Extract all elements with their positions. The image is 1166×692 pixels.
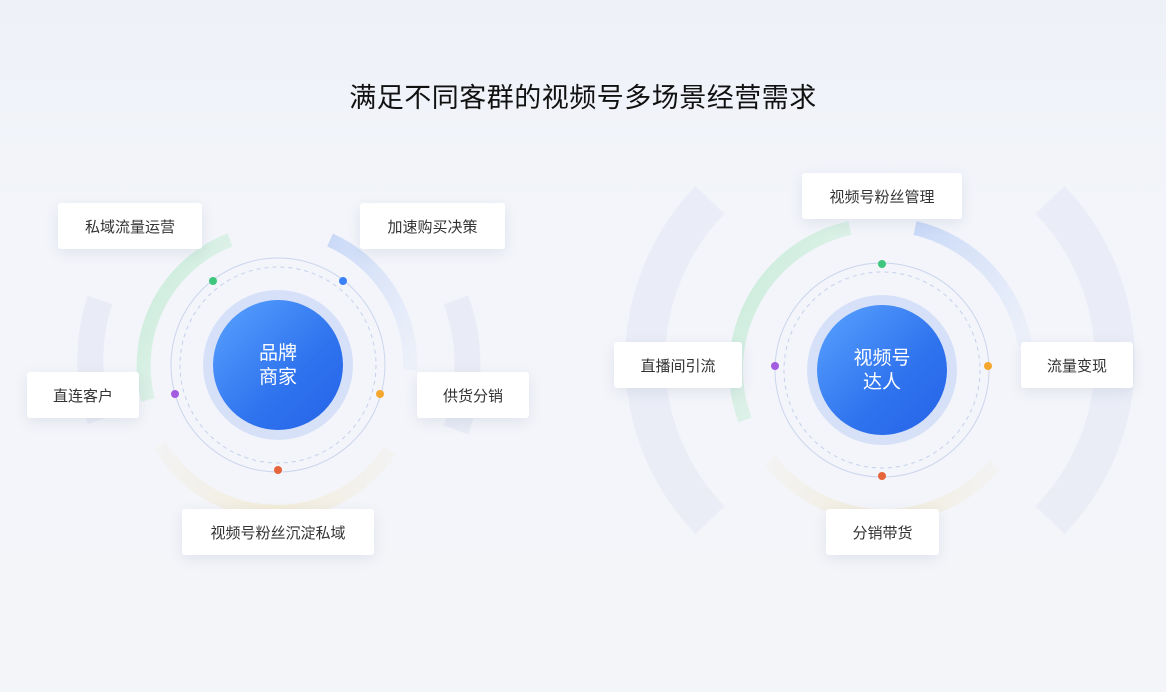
left-dot-green [209, 277, 217, 285]
left-blue-arc [327, 233, 418, 371]
right-center-circle: 视频号 达人 [817, 305, 947, 435]
label-fans-private-domain: 视频号粉丝沉淀私域 [182, 509, 374, 555]
label-purchase-decision: 加速购买决策 [360, 203, 505, 249]
left-yellow-arc [153, 441, 396, 519]
left-center-line1: 品牌 [258, 342, 297, 364]
right-center-line1: 视频号 [853, 347, 911, 369]
right-dot-orange [984, 362, 992, 370]
right-dot-purple [771, 362, 779, 370]
label-supply-distribution: 供货分销 [417, 372, 529, 418]
label-traffic-monetization: 流量变现 [1021, 342, 1133, 388]
left-center-circle: 品牌 商家 [213, 300, 343, 430]
right-dashed-ring [783, 271, 981, 469]
left-dot-red [274, 466, 282, 474]
left-dot-orange [376, 390, 384, 398]
page-title: 满足不同客群的视频号多场景经营需求 [349, 83, 817, 114]
right-blue-arc [913, 221, 1032, 347]
left-dot-purple [171, 390, 179, 398]
right-dot-red [878, 472, 886, 480]
label-private-traffic: 私域流量运营 [58, 203, 202, 249]
label-direct-customer: 直连客户 [27, 372, 139, 418]
left-center-line2: 商家 [258, 366, 297, 388]
right-dot-green [878, 260, 886, 268]
label-distribution-sales: 分销带货 [826, 509, 939, 555]
left-green-arc [136, 233, 233, 402]
label-fans-management: 视频号粉丝管理 [802, 173, 962, 219]
right-center-line2: 达人 [862, 371, 901, 393]
left-dot-blue [339, 277, 347, 285]
label-live-traffic: 直播间引流 [614, 342, 742, 388]
left-dashed-ring [179, 266, 377, 464]
